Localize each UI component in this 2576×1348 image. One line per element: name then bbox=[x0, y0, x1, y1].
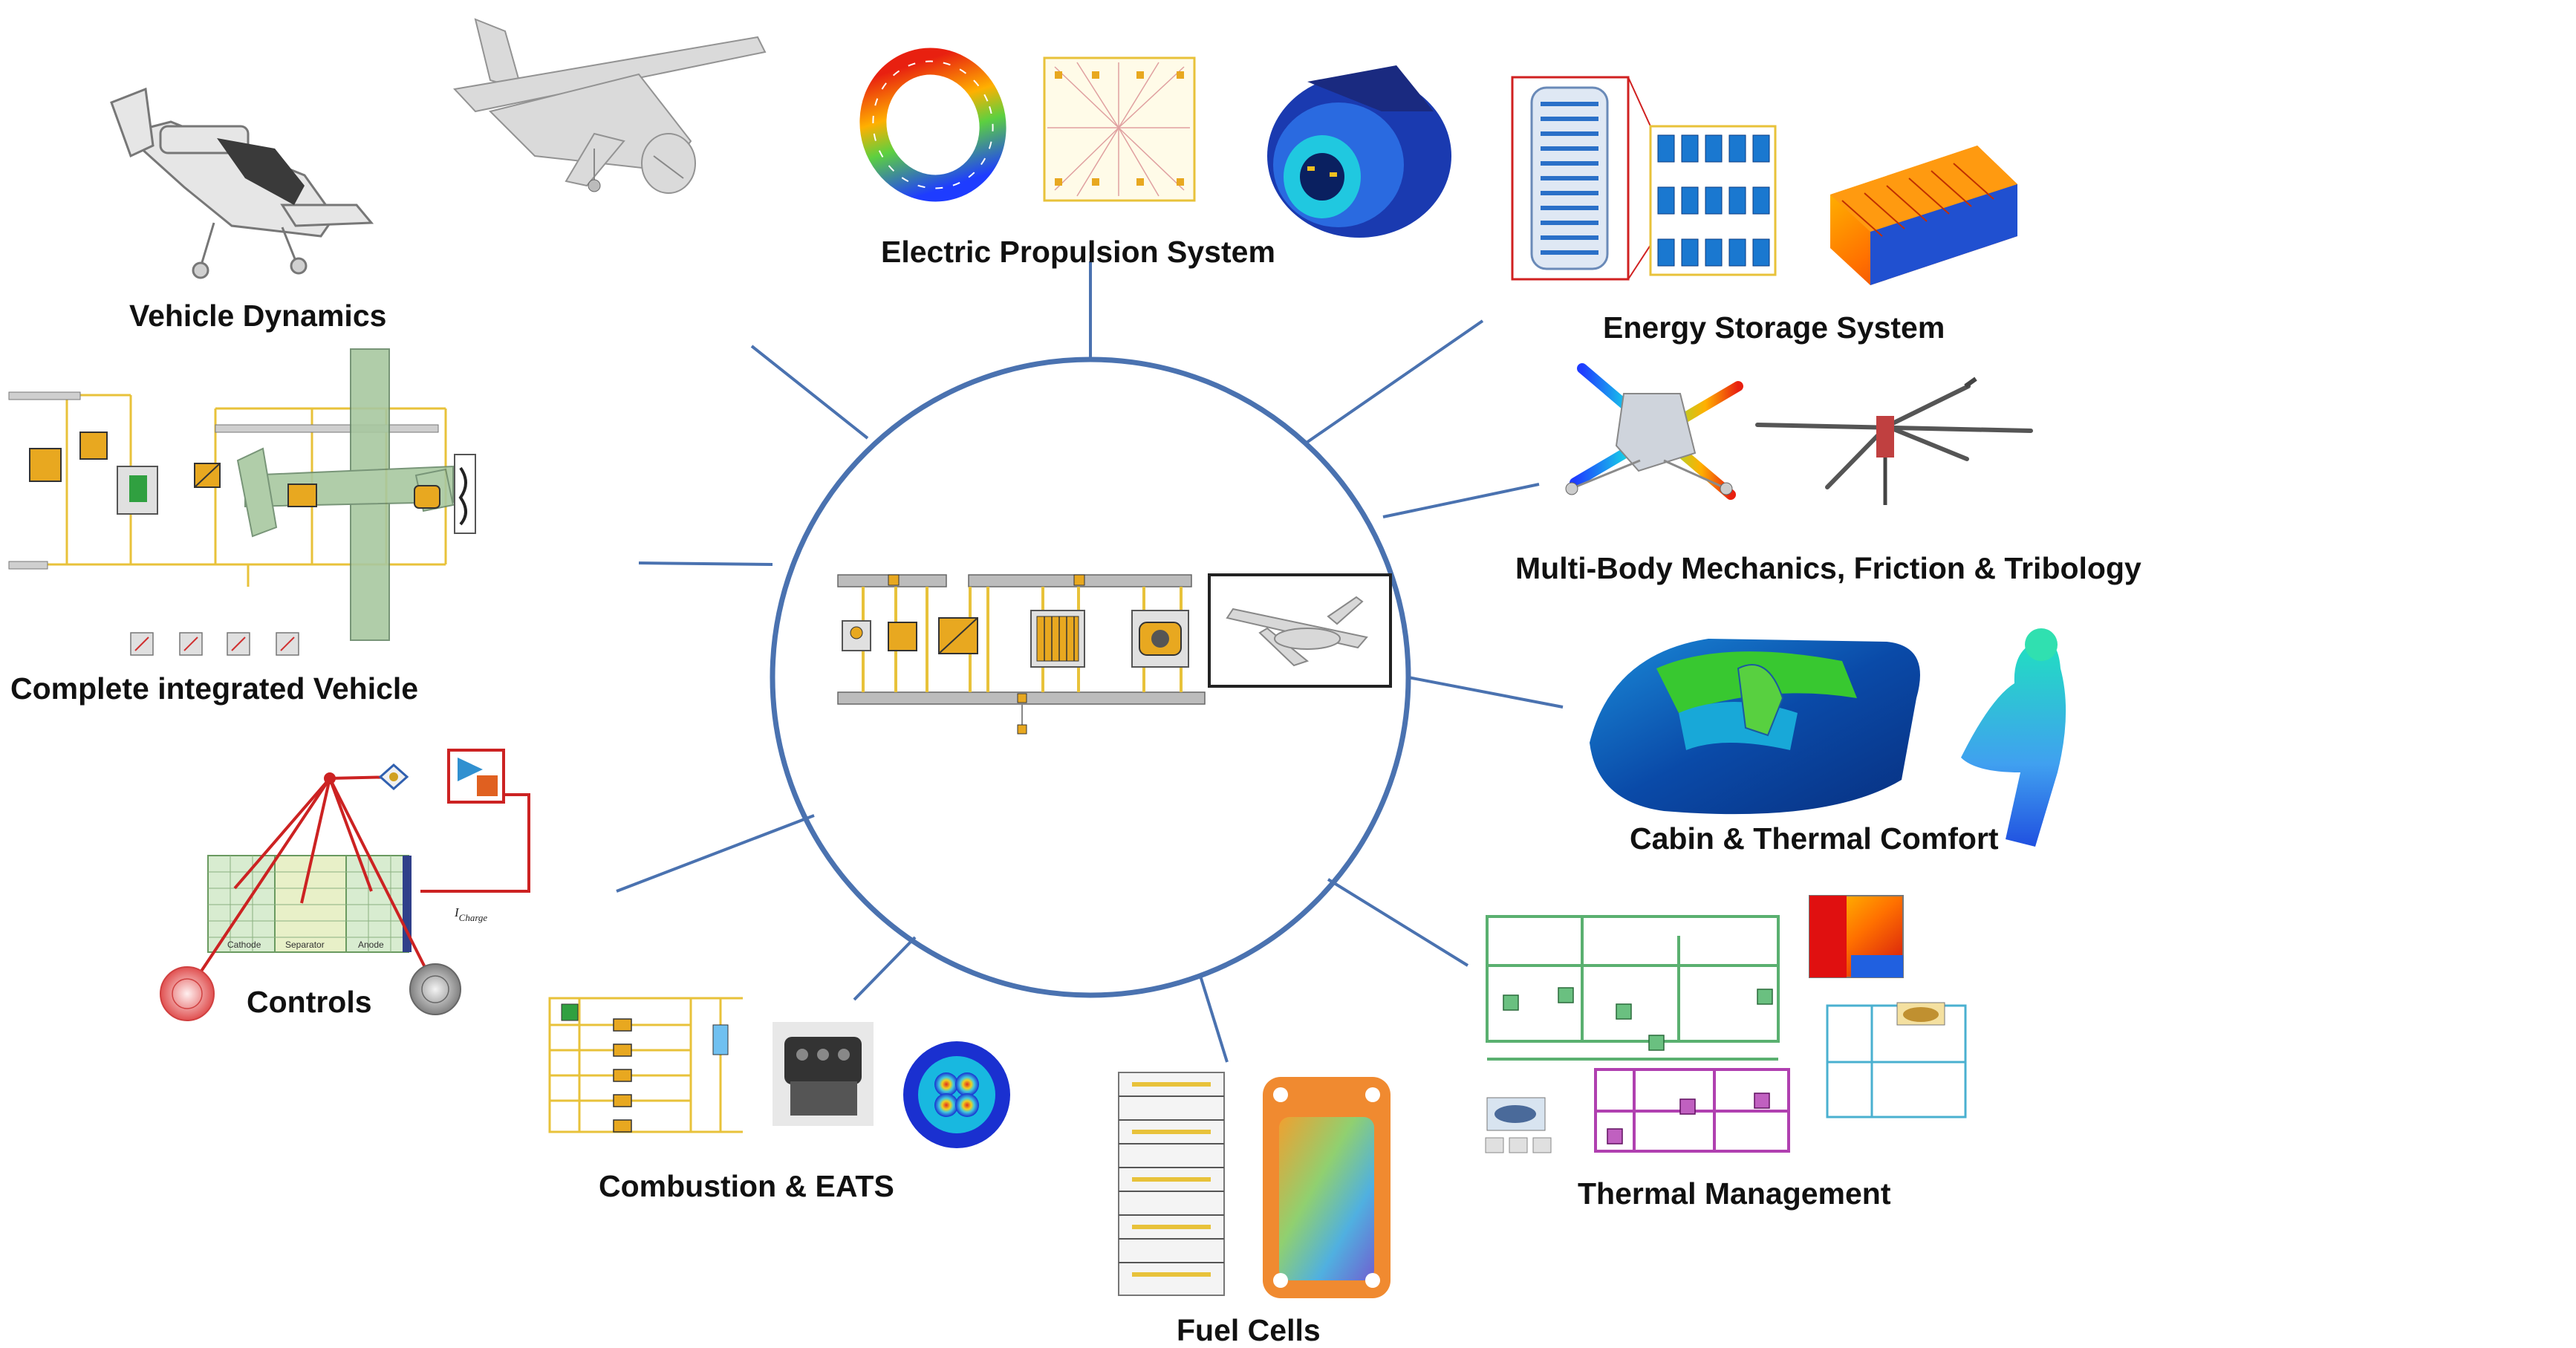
controls-art: Cathode Separator Anode ICharge bbox=[160, 749, 530, 1021]
combustion-art bbox=[548, 997, 1010, 1148]
complete-vehicle-art bbox=[8, 348, 476, 656]
label-vehicle-dynamics: Vehicle Dynamics bbox=[129, 299, 387, 333]
label-multibody: Multi-Body Mechanics, Friction & Tribolo… bbox=[1515, 551, 2141, 585]
hub bbox=[616, 261, 1564, 1063]
label-complete-vehicle: Complete integrated Vehicle bbox=[10, 671, 419, 706]
anode-label: Anode bbox=[358, 940, 384, 950]
spokes bbox=[616, 261, 1564, 1063]
current-symbol: ICharge bbox=[454, 905, 487, 923]
fuel-cells-art bbox=[1118, 1072, 1391, 1298]
label-fuel-cells: Fuel Cells bbox=[1177, 1313, 1321, 1347]
vehicle-dynamics-art bbox=[110, 18, 767, 279]
cabin-comfort-art bbox=[1590, 628, 2066, 847]
label-combustion: Combustion & EATS bbox=[599, 1169, 894, 1203]
hub-system-schematic bbox=[837, 573, 1392, 735]
cathode-label: Cathode bbox=[227, 940, 261, 950]
label-electric-propulsion: Electric Propulsion System bbox=[881, 235, 1275, 269]
energy-storage-art bbox=[1511, 76, 2017, 285]
current-subscript: Charge bbox=[459, 912, 488, 923]
separator-label: Separator bbox=[285, 940, 325, 950]
label-thermal-management: Thermal Management bbox=[1578, 1176, 1891, 1211]
label-cabin-comfort: Cabin & Thermal Comfort bbox=[1630, 821, 1999, 856]
current-main: I bbox=[454, 905, 460, 919]
electric-propulsion-art bbox=[859, 48, 1451, 238]
label-controls: Controls bbox=[247, 985, 372, 1019]
thermal-management-art bbox=[1485, 895, 1967, 1153]
multibody-art bbox=[1565, 363, 2033, 505]
label-energy-storage: Energy Storage System bbox=[1603, 310, 1945, 345]
